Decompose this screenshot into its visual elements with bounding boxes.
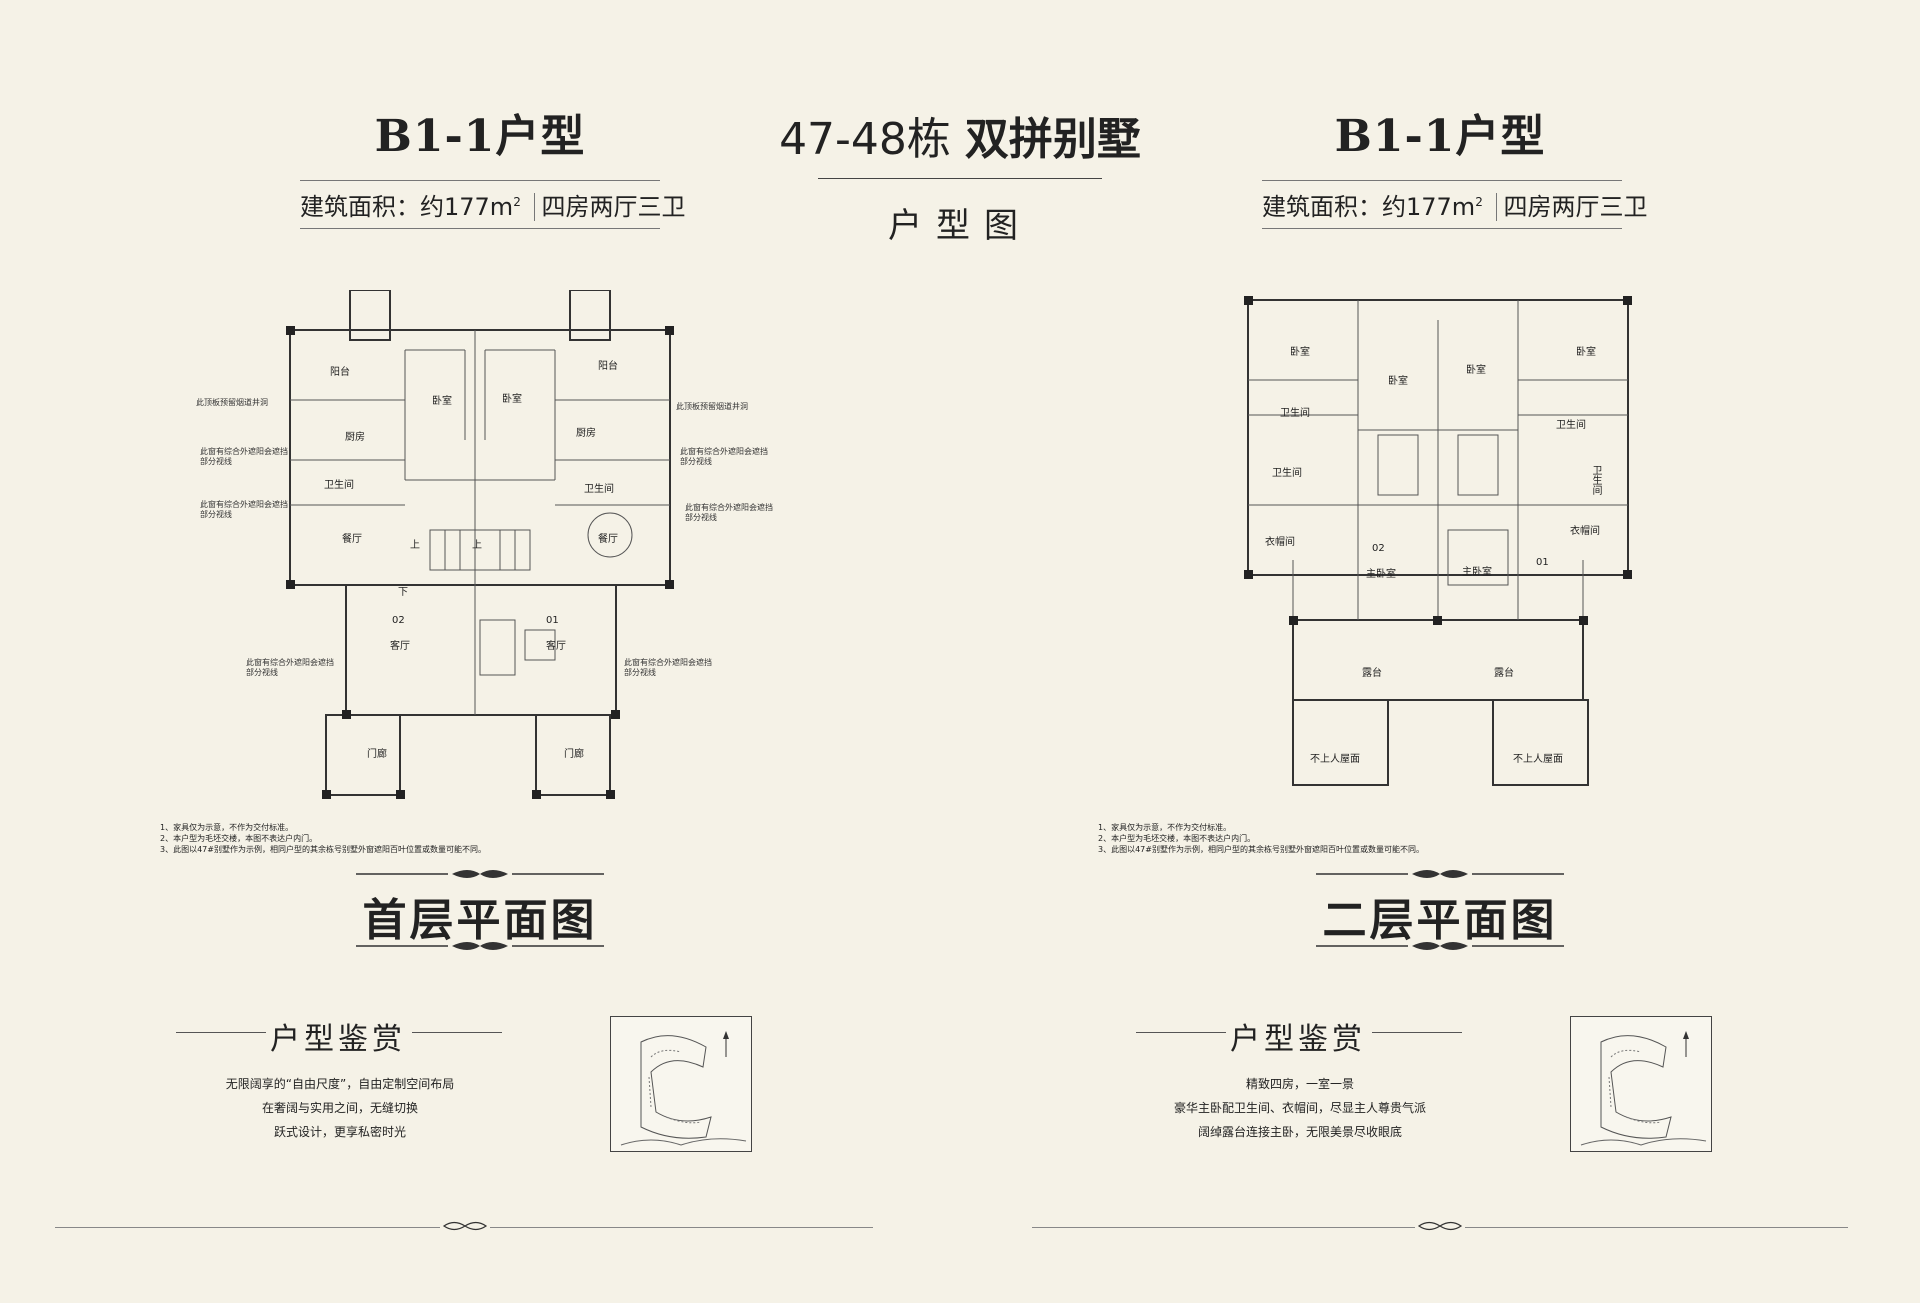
left-floor-title: 首层平面图 xyxy=(362,895,598,946)
annot-shade-4: 此窗有综合外遮阳会遮挡部分视线 xyxy=(685,503,773,522)
right-unit-title: B1-1户型 xyxy=(1334,111,1546,162)
annot-shade-2: 此窗有综合外遮阳会遮挡部分视线 xyxy=(680,447,768,466)
second-floor-plan xyxy=(1244,296,1632,786)
room-closet-r: 衣帽间 xyxy=(1570,526,1600,537)
room-roof-l: 不上人屋面 xyxy=(1310,754,1360,765)
right-desc-2: 豪华主卧配卫生间、衣帽间，尽显主人尊贵气派 xyxy=(1173,1101,1426,1115)
room-master-r: 主卧室 xyxy=(1462,567,1492,578)
room-terrace-r: 露台 xyxy=(1494,668,1514,679)
center-divider xyxy=(818,178,1102,179)
ornament-divider-icon xyxy=(356,942,604,950)
unit-num-l: 02 xyxy=(392,615,405,626)
right-appr-rule-r xyxy=(1372,1032,1462,1033)
center-title-num: 47-48栋 xyxy=(779,114,951,165)
stair-up-r: 上 xyxy=(472,540,482,551)
site-map-icon xyxy=(1570,1016,1712,1152)
annot-shade-1: 此窗有综合外遮阳会遮挡部分视线 xyxy=(200,447,288,466)
room-kitchen-l: 厨房 xyxy=(345,432,365,443)
ornament-divider-icon xyxy=(1316,870,1564,878)
annot-shade-6: 此窗有综合外遮阳会遮挡部分视线 xyxy=(624,658,712,677)
ornament-divider-icon xyxy=(1316,942,1564,950)
unit-num-r-2f: 01 xyxy=(1536,557,1549,568)
room-bath-3: 卫生间 xyxy=(1556,420,1586,431)
room-bed-3: 卧室 xyxy=(1466,365,1486,376)
left-unit-title: B1-1户型 xyxy=(374,111,586,162)
room-porch-l: 门廊 xyxy=(367,749,387,760)
left-desc-1: 无限阔享的“自由尺度”，自由定制空间布局 xyxy=(225,1077,455,1091)
compass-icon xyxy=(1683,1031,1689,1057)
room-master-l: 主卧室 xyxy=(1366,569,1396,580)
right-appr-rule-l xyxy=(1136,1032,1226,1033)
annot-shaft-l: 此顶板预留烟道井洞 xyxy=(196,398,268,407)
room-closet-l: 衣帽间 xyxy=(1265,537,1295,548)
room-dining-r: 餐厅 xyxy=(598,534,618,545)
right-area-info: 建筑面积：约177m2 四房两厅三卫 xyxy=(1262,180,1647,229)
right-notes: 1、家具仅为示意，不作为交付标准。 2、本户型为毛坯交楼，本图不表达户内门。 3… xyxy=(1098,822,1718,855)
center-title: 47-48栋 双拼别墅 xyxy=(750,103,1170,167)
room-bedroom-r: 卧室 xyxy=(502,394,522,405)
room-bed-4: 卧室 xyxy=(1576,347,1596,358)
right-rooms-label: 四房两厅三卫 xyxy=(1503,193,1648,221)
left-desc-3: 跃式设计，更享私密时光 xyxy=(273,1125,406,1139)
left-area-label: 建筑面积：约177m xyxy=(300,193,514,221)
room-terrace-l: 露台 xyxy=(1362,668,1382,679)
room-balcony-l: 阳台 xyxy=(330,367,350,378)
left-rooms-label: 四房两厅三卫 xyxy=(541,193,686,221)
room-bed-1: 卧室 xyxy=(1290,347,1310,358)
right-appreciation-title: 户型鉴赏 xyxy=(1230,1022,1366,1057)
left-area-sup: 2 xyxy=(513,195,521,209)
room-dining-l: 餐厅 xyxy=(342,534,362,545)
stair-down: 下 xyxy=(398,587,408,598)
right-floor-title: 二层平面图 xyxy=(1322,895,1558,946)
left-note-3: 3、此图以47#别墅作为示例，相同户型的其余栋号别墅外窗遮阳百叶位置或数量可能不… xyxy=(160,845,486,854)
right-area-label: 建筑面积：约177m xyxy=(1262,193,1476,221)
annot-shaft-r: 此顶板预留烟道井洞 xyxy=(676,402,748,411)
left-appreciation-title: 户型鉴赏 xyxy=(270,1022,406,1057)
left-appr-rule-r xyxy=(412,1032,502,1033)
room-living-l: 客厅 xyxy=(390,641,410,652)
room-bath-r: 卫生间 xyxy=(584,484,614,495)
right-area-sup: 2 xyxy=(1475,195,1483,209)
site-map-icon xyxy=(610,1016,752,1152)
left-description: 无限阔享的“自由尺度”，自由定制空间布局 在奢阔与实用之间，无缝切换 跃式设计，… xyxy=(160,1072,520,1144)
center-subtitle: 户型图 xyxy=(888,206,1032,246)
annot-shade-3: 此窗有综合外遮阳会遮挡部分视线 xyxy=(200,500,288,519)
ground-floor-plan xyxy=(286,290,674,799)
right-note-2: 2、本户型为毛坯交楼，本图不表达户内门。 xyxy=(1098,834,1256,843)
ornament-divider-icon xyxy=(440,1219,490,1233)
left-area-info: 建筑面积：约177m2 四房两厅三卫 xyxy=(300,180,685,229)
right-note-1: 1、家具仅为示意，不作为交付标准。 xyxy=(1098,823,1232,832)
room-balcony-r: 阳台 xyxy=(598,361,618,372)
unit-num-r: 01 xyxy=(546,615,559,626)
stair-up-l: 上 xyxy=(410,540,420,551)
right-description: 精致四房，一室一景 豪华主卧配卫生间、衣帽间，尽显主人尊贵气派 阔绰露台连接主卧… xyxy=(1120,1072,1480,1144)
unit-num-l-2f: 02 xyxy=(1372,543,1385,554)
room-roof-r: 不上人屋面 xyxy=(1513,754,1563,765)
compass-icon xyxy=(723,1031,729,1057)
room-bedroom-l: 卧室 xyxy=(432,396,452,407)
left-note-1: 1、家具仅为示意，不作为交付标准。 xyxy=(160,823,294,832)
room-kitchen-r: 厨房 xyxy=(576,428,596,439)
ornament-divider-icon xyxy=(356,870,604,878)
left-note-2: 2、本户型为毛坯交楼，本图不表达户内门。 xyxy=(160,834,318,843)
room-living-r: 客厅 xyxy=(546,641,566,652)
right-note-3: 3、此图以47#别墅作为示例，相同户型的其余栋号别墅外窗遮阳百叶位置或数量可能不… xyxy=(1098,845,1424,854)
ornament-divider-icon xyxy=(1415,1219,1465,1233)
left-desc-2: 在奢阔与实用之间，无缝切换 xyxy=(261,1101,418,1115)
room-bed-2: 卧室 xyxy=(1388,376,1408,387)
left-appr-rule-l xyxy=(176,1032,266,1033)
room-bath-l: 卫生间 xyxy=(324,480,354,491)
annot-shade-5: 此窗有综合外遮阳会遮挡部分视线 xyxy=(246,658,334,677)
room-bath-4: 卫生间 xyxy=(1590,465,1601,495)
room-porch-r: 门廊 xyxy=(564,749,584,760)
center-title-text: 双拼别墅 xyxy=(964,114,1141,165)
room-bath-1: 卫生间 xyxy=(1280,408,1310,419)
right-desc-1: 精致四房，一室一景 xyxy=(1245,1077,1354,1091)
right-desc-3: 阔绰露台连接主卧，无限美景尽收眼底 xyxy=(1197,1125,1402,1139)
left-notes: 1、家具仅为示意，不作为交付标准。 2、本户型为毛坯交楼，本图不表达户内门。 3… xyxy=(160,822,780,855)
room-bath-2: 卫生间 xyxy=(1272,468,1302,479)
